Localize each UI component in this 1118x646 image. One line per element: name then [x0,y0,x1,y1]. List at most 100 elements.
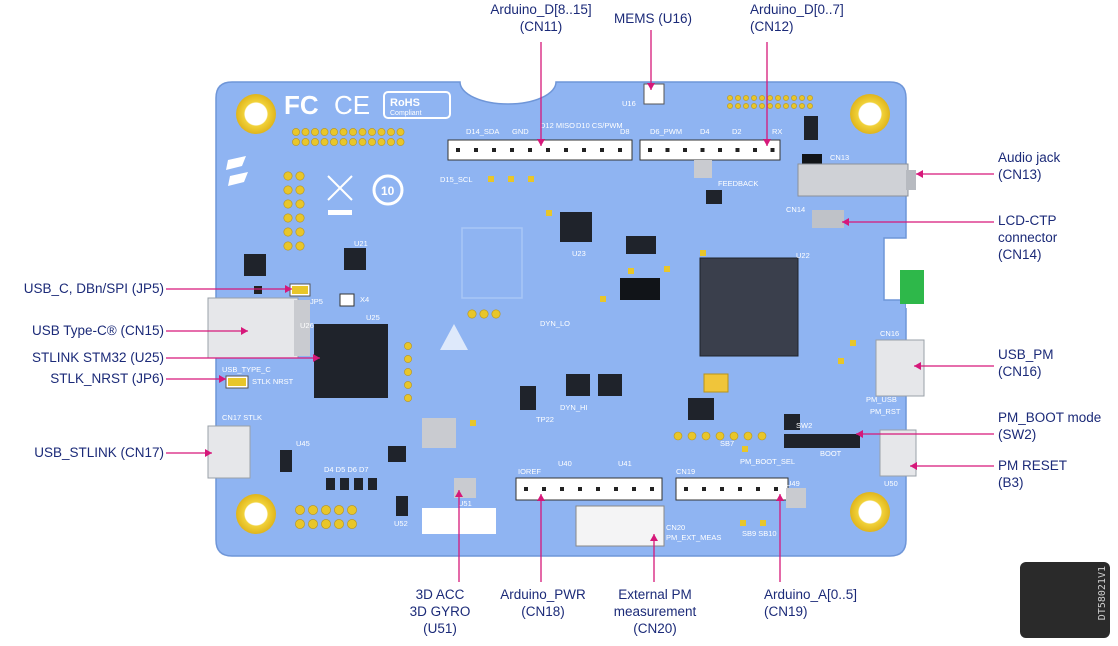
callout-mems: MEMS (U16) [588,10,718,27]
header-pad [783,95,789,101]
silk-feedback: FEEDBACK [718,179,758,188]
header-pin [546,148,550,152]
header-pad [283,171,293,181]
header-pad [295,199,305,209]
callout-pm-boot: PM_BOOT mode (SW2) [998,409,1101,443]
leader-arrow [647,83,655,90]
callout-usb-pm-line1: USB_PM [998,347,1054,362]
header-pin [648,148,652,152]
smd-pad [508,176,514,182]
header-pad [283,185,293,195]
header-pad [292,138,300,146]
header-pad [404,355,412,363]
callout-arduino-pwr-line2: (CN18) [521,604,565,619]
callout-usb-pm: USB_PM (CN16) [998,346,1054,380]
smd-pad [488,176,494,182]
header-pad [751,103,757,109]
smd-pad [760,520,766,526]
header-pin [582,148,586,152]
callout-mems-line1: MEMS (U16) [613,11,692,26]
header-pad [358,138,367,146]
header-pad [775,95,781,101]
led [354,478,363,490]
header-pad [807,95,813,101]
header-pad [295,241,305,251]
header-pad [358,128,367,136]
callout-stlk-nrst-line1: STLK_NRST (JP6) [50,371,164,386]
header-pin [738,487,742,491]
header-pin [774,487,778,491]
smd-pad [700,250,706,256]
header-pin [683,148,687,152]
leader-arrow [914,362,921,370]
header-pad [783,103,789,109]
header-pad [339,138,348,146]
header-pad [791,95,797,101]
leader-arrow [537,494,545,501]
header-pin [456,148,460,152]
silk-d6-pwm: D6_PWM [650,127,682,136]
silk-u16: U16 [622,99,636,108]
silk-sb7: SB7 [720,439,734,448]
header-pin [474,148,478,152]
header-pad [330,128,338,136]
arduino-headers [447,139,789,526]
mounting-holes [236,94,890,534]
ce-logo: CE [334,90,370,120]
smd-pad [850,340,856,346]
silk-u23: U23 [572,249,586,258]
header-pad [775,103,781,109]
silk-pm-ext-meas: PM_EXT_MEAS [666,533,721,542]
header-pad [283,213,293,223]
rohs-logo: RoHS [390,97,420,109]
header-pin [650,487,654,491]
header-pad [320,128,329,136]
header-pad [301,128,310,136]
header-pad [295,213,305,223]
header-pad [283,241,293,251]
header-pad [283,199,293,209]
leader-arrow [776,494,784,501]
callout-arduino-pwr: Arduino_PWR (CN18) [488,586,598,620]
header-pad [729,431,739,441]
chips [244,116,822,516]
header-pad [349,138,357,146]
header-pin [492,148,496,152]
callout-arduino-d07-line2: (CN12) [750,19,794,34]
smd-pad [546,210,552,216]
silk-d12-miso: D12 MISO [540,121,575,130]
header-pad [404,368,412,376]
fc-logo: FC [284,90,319,120]
callout-pm-boot-line2: (SW2) [998,427,1037,442]
silk-tp22: TP22 [536,415,554,424]
leader-arrow [763,139,771,146]
silk-u41: U41 [618,459,632,468]
silk-u22: U22 [796,251,810,260]
callout-usb-stlink-line1: USB_STLINK (CN17) [34,445,164,460]
smd-pad [470,420,476,426]
header-pad [387,138,395,146]
header-pad [701,431,711,441]
callout-audio-jack-line1: Audio jack [998,150,1061,165]
header-pin [702,487,706,491]
callout-usb-c-jp5: USB_C, DBn/SPI (JP5) [0,280,164,297]
callout-arduino-a05: Arduino_A[0..5] (CN19) [764,586,857,620]
header-pin [528,148,532,152]
header-pad [404,381,412,389]
smd-pad [740,520,746,526]
header-pad [491,309,501,319]
smd-pad [742,446,748,452]
header-pad [743,103,749,109]
callout-acc-gyro-line3: (U51) [423,621,457,636]
leader-arrow [219,375,226,383]
silk-dyn-hi: DYN_HI [560,403,588,412]
callout-stlk-nrst: STLK_NRST (JP6) [0,370,164,387]
header-pad [396,128,405,136]
callout-arduino-pwr-line1: Arduino_PWR [500,587,586,602]
callout-pm-reset: PM RESET (B3) [998,457,1067,491]
header-pad [339,128,348,136]
header-pad [387,128,395,136]
callout-arduino-d815: Arduino_D[8..15] (CN11) [441,1,641,35]
header-pad [347,519,357,529]
header-pad [301,138,310,146]
